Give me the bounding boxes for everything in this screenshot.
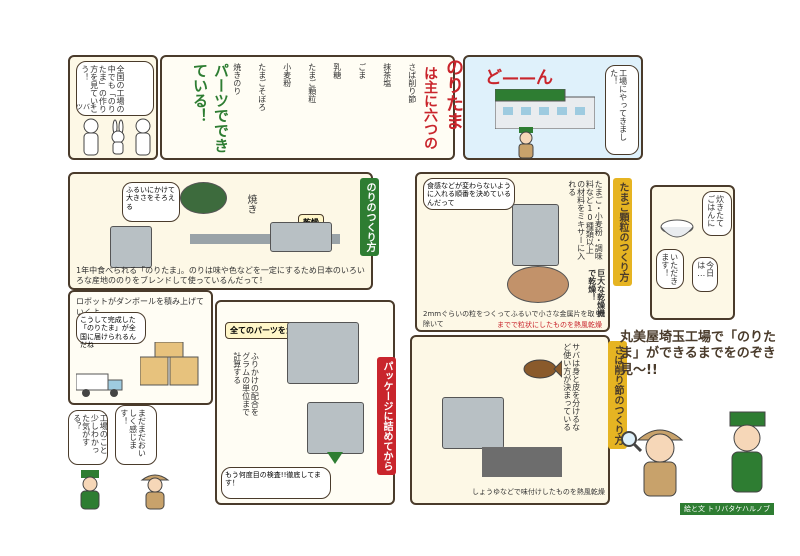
bottom-bubble-1: 工場のこと少しわかった気がする？ — [68, 410, 108, 465]
nori-tag: のりのつくり方 — [360, 178, 379, 256]
tamago-tag: たまご顆粒のつくり方 — [613, 178, 632, 286]
tamago-bubble: 食感などが変わらないように入れる順番を決めているんだって — [423, 178, 515, 210]
rice-bowl-icon — [658, 217, 696, 243]
character-bottom-girl — [140, 470, 170, 510]
parts-heading: パーツでできている！ — [191, 63, 230, 153]
main-title-noritama: のりたま — [443, 58, 464, 130]
label-yaki: 焼き — [245, 194, 256, 214]
part-4: たまご顆粒 — [307, 63, 317, 103]
saba-cooker — [442, 397, 504, 449]
side-bubble-3: 今日は… — [692, 257, 718, 292]
side-bubble-1: 炊きたてごはんに — [702, 191, 732, 236]
tamago-note-2: 巨大な乾燥機で乾燥！ — [587, 269, 606, 317]
side-bubble-2: いただきます！ — [656, 249, 684, 289]
saba-tag: さば削り節のつくり方 — [608, 341, 627, 449]
packing-machine — [307, 402, 364, 454]
intro-bubble: 全国の工場の中でも「のりたま」の作り方を見ていこう！ — [76, 61, 154, 116]
part-5: 乳糖 — [332, 63, 342, 79]
character-bottom-detective — [75, 470, 105, 510]
nori-bubble: ふるいにかけて大きさをそろえる — [122, 182, 180, 222]
character-girl-detective — [630, 420, 690, 500]
bottom-bubble-2: まだまだおいしく感じます！ — [115, 405, 157, 465]
factory-icon — [494, 88, 596, 130]
tamago-panel: たまご顆粒のつくり方 食感などが変わらないように入れる順番を決めているんだって … — [415, 172, 632, 332]
sifter-machine — [110, 226, 152, 268]
conveyor-nori — [190, 234, 340, 244]
box-icon — [139, 341, 200, 387]
factory-bubble-text: 工場にやってきました！ — [609, 69, 628, 141]
character-worker-2 — [132, 117, 154, 157]
side-bubble-2-text: いただきます！ — [660, 253, 679, 285]
dooon-text: ど——ん — [485, 68, 553, 88]
parts-panel: パーツでできている！ 焼きのり たまごそぼろ 小麦粉 たまご顆粒 乳糖 ごま 抹… — [160, 55, 455, 160]
bottom-bubble-2-text: まだまだおいしく感じます！ — [119, 409, 147, 457]
robot-panel: ロボットがダンボールを積み上げていくよ こうして完成した「のりたま」が全国に届け… — [68, 290, 213, 405]
main-title: のりたま は主に六つの — [418, 58, 464, 158]
tamago-caption: 2mmぐらいの粒をつくってふるいで小さな金属片を取り除いて — [423, 310, 602, 328]
mixing-tank — [287, 322, 359, 384]
side-bubble-1-text: 炊きたてごはんに — [706, 195, 725, 227]
dryer-machine — [507, 266, 569, 303]
tamago-caption-2: までで粒状にしたものを熱風乾燥 — [497, 321, 602, 329]
part-3: 小麦粉 — [282, 63, 292, 87]
rabbit-icon — [108, 119, 128, 155]
part-6: ごま — [357, 63, 367, 79]
kakuhan-bubble-text: もう何度目の検査!!徹底してます！ — [225, 471, 321, 488]
main-title-sub: は主に六つの — [422, 66, 438, 150]
kakuhan-panel: 全てのパーツをかくはん ふりかけの配合をグラムの単位まで計算する パッケージに詰… — [215, 300, 396, 505]
side-bubble-3-text: 今日は… — [696, 261, 715, 278]
oven-machine — [270, 222, 332, 252]
side-title: 丸美屋埼玉工場で「のりたま」ができるまでをのぞき見〜!! — [620, 330, 780, 420]
part-2: たまごそぼろ — [257, 63, 267, 111]
factory-bubble: 工場にやってきました！ — [605, 65, 639, 155]
robot-bubble: こうして完成した「のりたま」が全国に届けられるんだね — [76, 312, 146, 349]
bottom-bubble-1-text: 工場のこと少しわかった気がする？ — [72, 414, 109, 454]
tamago-bubble-text: 食感などが変わらないように入れる順番を決めているんだって — [427, 182, 511, 207]
nori-bowl — [180, 182, 227, 214]
nori-panel: のりのつくり方 ふるいにかけて大きさをそろえる 乾燥 焼き 1年中食べられる「の… — [68, 172, 379, 290]
side-panel: 炊きたてごはんに いただきます！ 今日は… — [650, 185, 735, 320]
kakuhan-note: ふりかけの配合をグラムの単位まで計算する — [232, 352, 260, 416]
factory-panel: ど——ん 工場にやってきました！ — [463, 55, 643, 160]
truck-icon — [75, 372, 124, 398]
character-boy-detective — [720, 410, 775, 500]
saba-note: サバは身と皮を分けるなど使い方が決まっている — [562, 343, 581, 431]
intro-panel: 全国の工場の中でも「のりたま」の作り方を見ていこう！ ツバキ — [68, 55, 158, 160]
kakuhan-sign-2: パッケージに詰めてから — [377, 357, 396, 475]
kakuhan-bubble: もう何度目の検査!!徹底してます！ — [221, 467, 331, 499]
nori-caption: 1年中食べられる「のりたま」。のりは味や色などを一定にするため日本のいろいろな産… — [76, 266, 365, 285]
character-detective — [515, 127, 537, 159]
saba-rack — [482, 447, 562, 477]
fish-icon — [522, 357, 563, 381]
character-worker-1 — [80, 117, 102, 157]
footer-credit: 絵と文 トリバタケハルノブ — [680, 503, 774, 515]
tamago-note-1: たまご・小麦粉・調味料など10種類以上の材料をミキサーに入れる — [567, 180, 604, 260]
robot-bubble-text: こうして完成した「のりたま」が全国に届けられるんだね — [80, 316, 136, 350]
saba-caption: しょうゆなどで味付けしたものを熱風乾燥 — [472, 488, 605, 496]
magnifier-icon — [620, 430, 643, 453]
part-7: 抹茶塩 — [382, 63, 392, 87]
part-8: さば削り節 — [407, 63, 417, 103]
char-name-1: ツバキ — [76, 103, 97, 111]
saba-panel: さば削り節のつくり方 サバは身と皮を分けるなど使い方が決まっている しょうゆなど… — [410, 335, 627, 505]
intro-text: 全国の工場の中でも「のりたま」の作り方を見ていこう！ — [80, 65, 125, 113]
side-title-text: 丸美屋埼玉工場で「のりたま」ができるまでをのぞき見〜!! — [620, 330, 777, 378]
arrow-icon — [327, 452, 343, 464]
mixer-machine — [512, 204, 559, 266]
nori-bubble-text: ふるいにかけて大きさをそろえる — [126, 186, 175, 211]
part-1: 焼きのり — [232, 63, 242, 95]
